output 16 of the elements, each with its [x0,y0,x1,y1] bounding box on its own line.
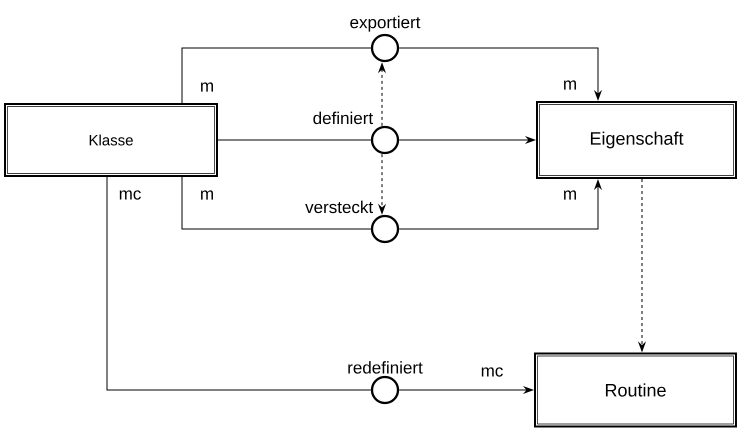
node-label: exportiert [350,16,420,32]
node-label: redefiniert [348,361,423,374]
class-box: Eigenschaft [536,101,737,179]
multiplicity-label: m [198,189,216,201]
multiplicity-label: m [562,189,578,201]
node-label: definiert [313,112,373,124]
connector-line [106,176,372,390]
multiplicity-label: m [198,81,216,93]
multiplicity-label: mc [118,189,142,201]
multiplicity-label: m [562,79,578,91]
node-label: versteckt [305,200,374,214]
connector-line [182,48,372,104]
multiplicity-label: mc [480,366,504,378]
class-box: Routine [534,352,737,428]
class-box: Klasse [4,103,218,177]
connector-line [182,176,372,230]
